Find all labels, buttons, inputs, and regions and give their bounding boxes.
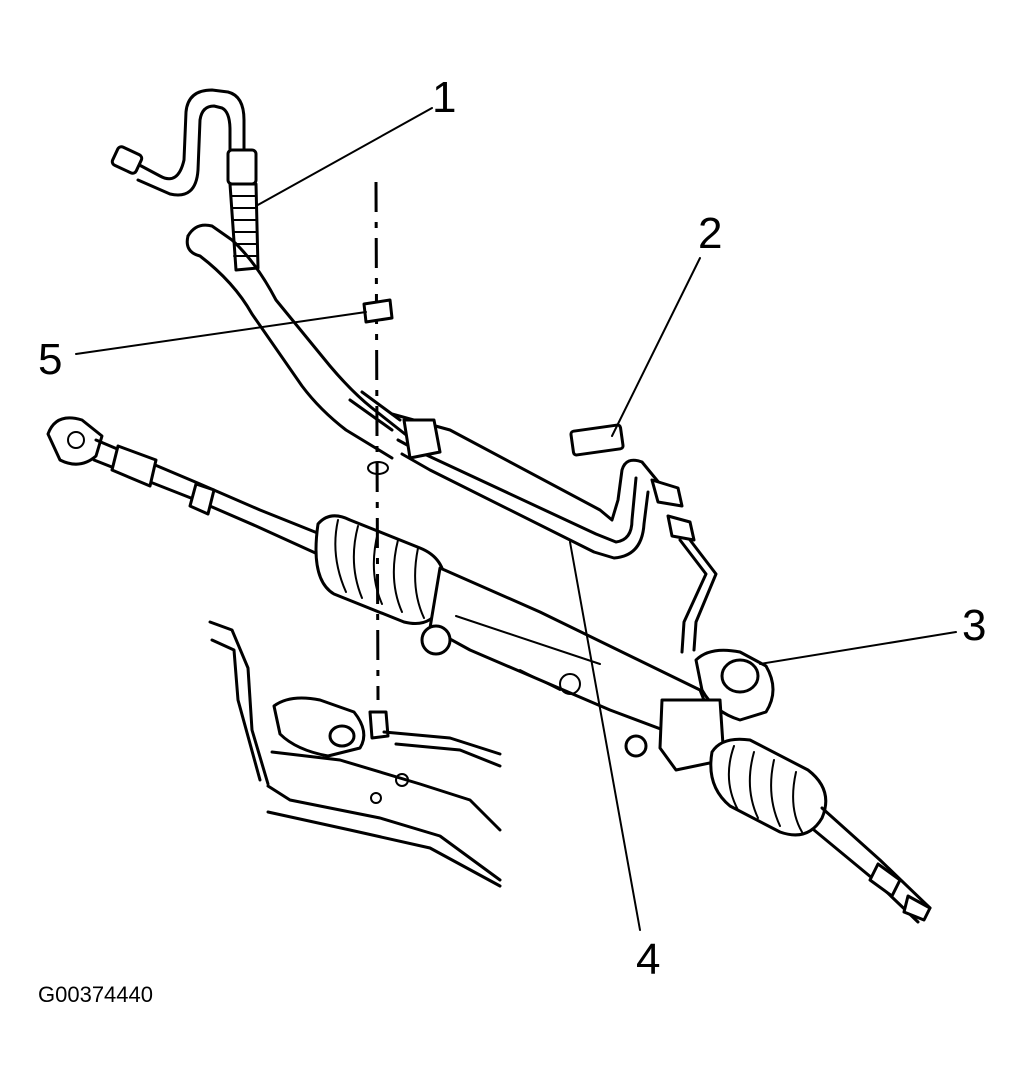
crossmember: [208, 620, 502, 888]
rack-housing: [46, 416, 932, 924]
callout-4-label: 4: [636, 935, 661, 984]
hydraulic-lines: [390, 412, 718, 654]
figure-id: G00374440: [38, 982, 153, 1007]
callout-2-label: 2: [698, 209, 723, 258]
leader-lines: [75, 107, 957, 931]
callout-1-label: 1: [432, 73, 457, 122]
callout-5-label: 5: [38, 335, 63, 384]
callout-3-label: 3: [962, 601, 987, 650]
mounting-stud: [362, 181, 394, 701]
